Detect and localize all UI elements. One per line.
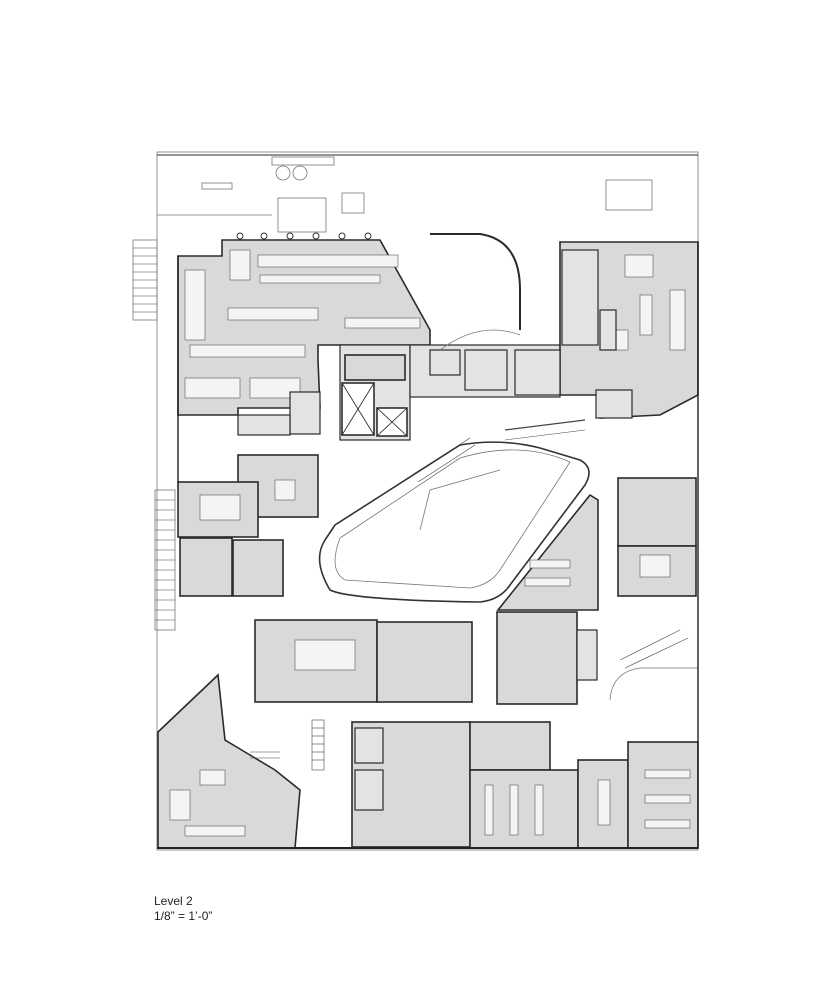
exterior-stair-west	[154, 489, 176, 631]
east-office-rooms	[496, 477, 697, 611]
stair-southwest	[250, 751, 280, 759]
northeast-office-wing	[514, 241, 699, 419]
southwest-office-wing	[157, 673, 301, 849]
level-label: Level 2	[154, 894, 193, 908]
central-south-rooms	[254, 611, 598, 705]
stair-east	[619, 629, 689, 669]
scale-label: 1/8” = 1’-0”	[154, 909, 213, 923]
west-office-rooms	[177, 454, 319, 597]
northwest-office-wing	[177, 232, 431, 436]
stair-south-central	[311, 719, 325, 771]
exterior-stair-north	[132, 239, 158, 321]
south-central-offices	[351, 721, 699, 849]
central-atrium	[318, 419, 590, 603]
plan-caption: Level 2 1/8” = 1’-0”	[154, 894, 212, 924]
